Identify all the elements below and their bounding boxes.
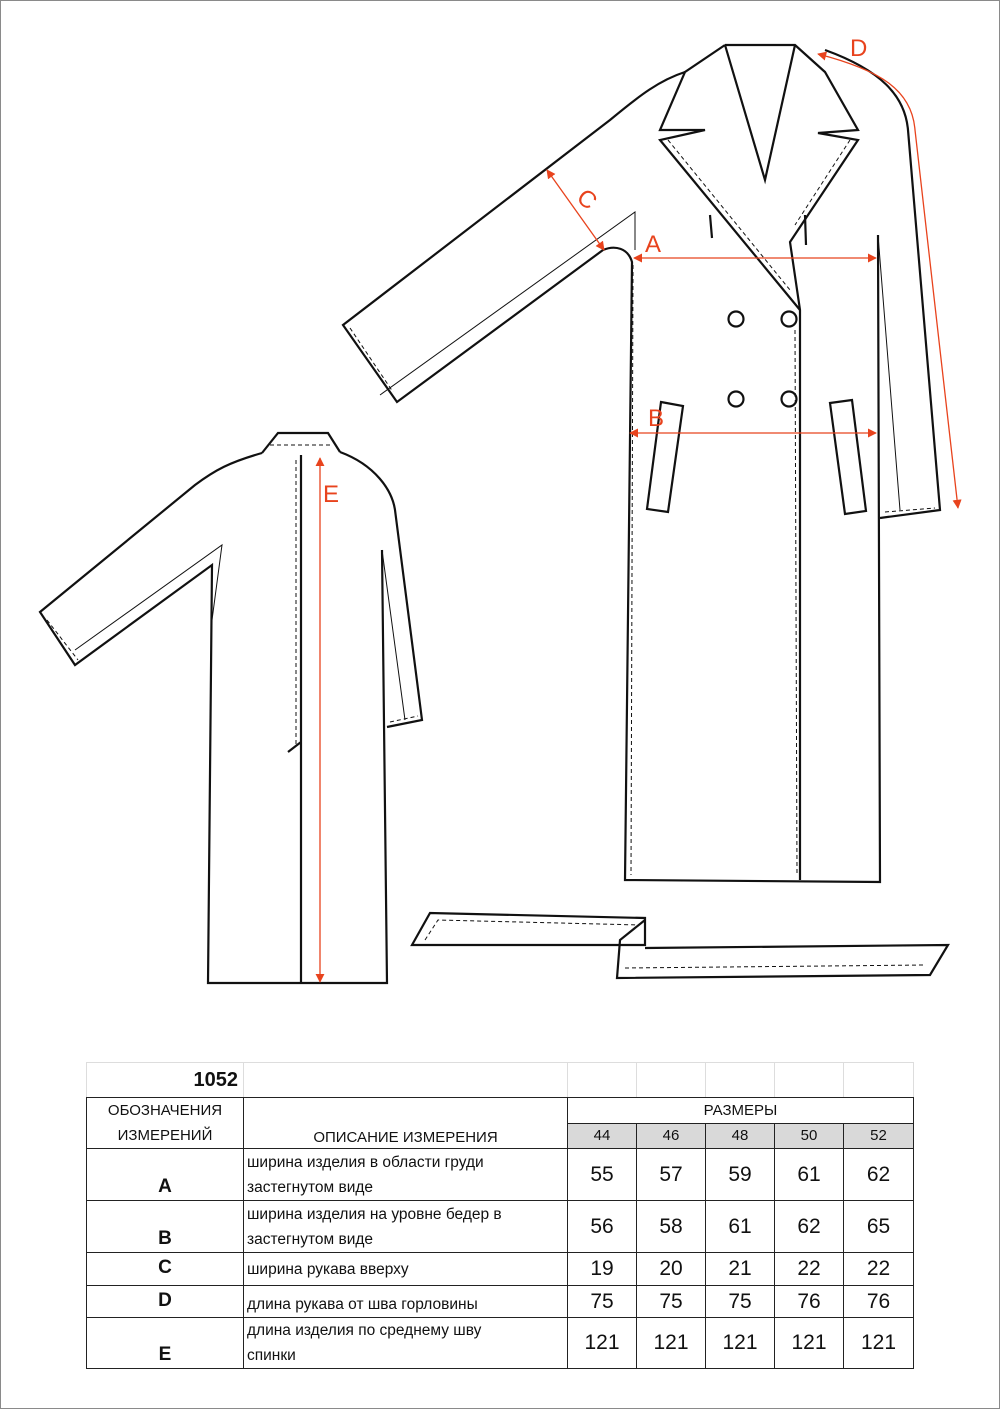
size-table: 1052 ОБОЗНАЧЕНИЯ ИЗМЕРЕНИЙ ОПИСАНИЕ ИЗМЕ… [86,1062,914,1369]
desc-line: застегнутом виде [247,1230,374,1248]
coat-technical-drawing: A B C D E [38,35,962,985]
cell-value: 121 [636,1317,706,1369]
desc-line: ширина изделия в области груди [247,1153,484,1171]
cell-value: 65 [843,1200,914,1253]
back-view [38,431,424,985]
table-row: C ширина рукава вверху 19 20 21 22 22 [86,1252,914,1286]
cell-value: 58 [636,1200,706,1253]
cell-value: 22 [843,1252,914,1286]
cell-value: 61 [705,1200,775,1253]
row-description: ширина изделия на уровне бедер в застегну… [243,1200,568,1253]
row-description: ширина рукава вверху [243,1252,568,1286]
label-e: E [323,481,339,508]
sizes-header: РАЗМЕРЫ [567,1097,914,1124]
row-description: длина рукава от шва горловины [243,1285,568,1318]
desc-line: спинки [247,1347,296,1364]
cell-value: 121 [567,1317,637,1369]
cell-value: 75 [636,1285,706,1318]
row-code: D [86,1285,244,1318]
row-description: ширина изделия в области груди застегнуто… [243,1148,568,1201]
row-code: E [86,1317,244,1369]
cell-value: 76 [774,1285,844,1318]
desc-line: застегнутом виде [247,1178,374,1196]
size-52: 52 [843,1122,914,1149]
measurement-arrows [315,51,962,983]
cell-value: 62 [843,1148,914,1201]
cell-value: 59 [705,1148,775,1201]
label-b: B [648,405,664,432]
row-code: B [86,1200,244,1253]
cell-value: 75 [567,1285,637,1318]
cell-value: 61 [774,1148,844,1201]
row-code: C [86,1252,244,1286]
table-row: D длина рукава от шва горловины 75 75 75… [86,1285,914,1318]
designation-header-line1: ОБОЗНАЧЕНИЯ [107,1102,223,1119]
desc-line: ширина рукава вверху [247,1260,409,1278]
model-number: 1052 [86,1062,244,1098]
size-44: 44 [567,1122,637,1149]
desc-line: длина изделия по среднему шву [247,1322,482,1339]
cell-value: 55 [567,1148,637,1201]
size-50: 50 [774,1122,844,1149]
row-description: длина изделия по среднему шву спинки [243,1317,568,1369]
size-46: 46 [636,1122,706,1149]
label-d: D [850,35,867,62]
cell-value: 121 [774,1317,844,1369]
table-row: A ширина изделия в области груди застегну… [86,1148,914,1201]
belt [410,911,950,980]
label-a: A [645,231,661,258]
arrow-c [546,169,605,251]
cell-value: 62 [774,1200,844,1253]
designation-header: ОБОЗНАЧЕНИЯ ИЗМЕРЕНИЙ [86,1097,244,1149]
designation-header-line2: ИЗМЕРЕНИЙ [117,1127,213,1144]
cell-value: 19 [567,1252,637,1286]
cell-value: 20 [636,1252,706,1286]
cell-value: 57 [636,1148,706,1201]
cell-value: 21 [705,1252,775,1286]
table-row: E длина изделия по среднему шву спинки 12… [86,1317,914,1369]
description-header: ОПИСАНИЕ ИЗМЕРЕНИЯ [243,1097,568,1149]
cell-value: 75 [705,1285,775,1318]
front-view [341,43,942,884]
cell-value: 121 [843,1317,914,1369]
cell-value: 76 [843,1285,914,1318]
cell-value: 121 [705,1317,775,1369]
cell-value: 56 [567,1200,637,1253]
desc-line: длина рукава от шва горловины [247,1296,478,1313]
arrow-d [817,51,962,509]
desc-line: ширина изделия на уровне бедер в [247,1205,502,1223]
table-row: B ширина изделия на уровне бедер в застег… [86,1200,914,1253]
size-48: 48 [705,1122,775,1149]
row-code: A [86,1148,244,1201]
cell-value: 22 [774,1252,844,1286]
